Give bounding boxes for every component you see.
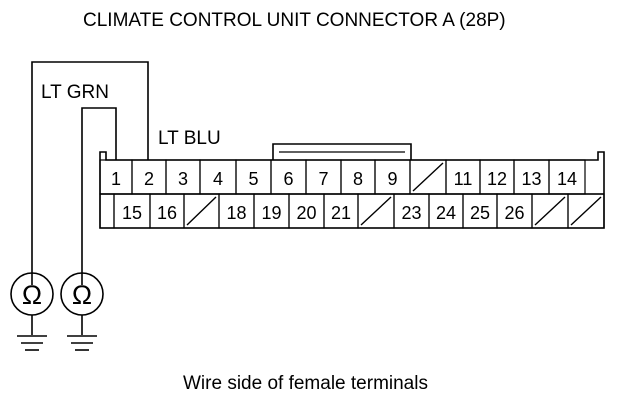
terminal-cell: 26 [496,193,533,229]
terminal-cell: 21 [323,193,359,229]
terminal-cell: 13 [513,159,550,195]
diagram-caption: Wire side of female terminals [183,373,428,394]
terminal-number: 16 [157,203,177,223]
terminal-cell: 3 [165,159,201,195]
ohm-icon: Ω [22,280,42,310]
terminal-cell: 8 [340,159,376,195]
lt-blu-wire [31,61,149,285]
terminal-cell: 2 [131,159,167,195]
connector-lock-tab [272,143,412,160]
terminal-number: 9 [387,169,397,189]
empty-cavity-mark [360,196,392,226]
terminal-number: 12 [487,169,507,189]
terminal-number: 24 [436,203,456,223]
terminal-cell: 12 [479,159,515,195]
ohm-icon: Ω [72,280,92,310]
bottom-row-cells: 15 16 18 19 20 21 23 24 25 26 [99,193,605,229]
terminal-cell: 25 [462,193,498,229]
terminal-cell: 19 [253,193,290,229]
terminal-number: 3 [178,169,188,189]
terminal-number: 1 [111,169,121,189]
terminal-cell: 1 [99,159,133,195]
terminal-cell: 20 [288,193,325,229]
terminal-cell [357,193,395,229]
terminal-cell [99,193,115,229]
empty-cavity-mark [186,196,217,226]
ohmmeter-left: Ω [10,272,54,351]
terminal-number: 25 [470,203,490,223]
terminal-cell: 9 [374,159,411,195]
terminal-number: 19 [261,203,281,223]
terminal-cell [183,193,220,229]
ground-icon [67,335,97,351]
diagram-title: CLIMATE CONTROL UNIT CONNECTOR A (28P) [83,10,506,31]
terminal-number: 15 [122,203,142,223]
terminal-number: 6 [283,169,293,189]
lt-grn-wire [81,107,117,285]
terminal-cell: 15 [113,193,151,229]
empty-cavity-mark [534,196,566,226]
ground-icon [17,335,47,351]
terminal-number: 23 [401,203,421,223]
terminal-cell: 4 [199,159,237,195]
terminal-cell: 7 [305,159,342,195]
empty-cavity-mark [570,196,602,226]
terminal-number: 7 [318,169,328,189]
lt-blu-label: LT BLU [158,128,221,149]
terminal-number: 21 [331,203,351,223]
terminal-cell [409,159,447,195]
terminal-number: 5 [248,169,258,189]
terminal-cell: 18 [218,193,255,229]
terminal-cell: 23 [393,193,430,229]
terminal-number: 13 [521,169,541,189]
terminal-number: 18 [226,203,246,223]
terminal-number: 8 [353,169,363,189]
terminal-number: 4 [213,169,223,189]
terminal-cell: 11 [445,159,481,195]
terminal-number: 11 [454,169,473,189]
terminal-cell: 6 [270,159,307,195]
terminal-number: 26 [504,203,524,223]
terminal-cell: 14 [548,159,586,195]
terminal-number: 14 [557,169,577,189]
terminal-cell [531,193,569,229]
terminal-number: 20 [296,203,316,223]
ohmmeter-right: Ω [60,272,104,351]
terminal-cell: 5 [235,159,272,195]
terminal-cell [567,193,605,229]
empty-cavity-mark [412,162,444,192]
terminal-cell: 16 [149,193,185,229]
terminal-cell: 24 [428,193,464,229]
terminal-number: 2 [144,169,154,189]
lt-grn-label: LT GRN [41,82,109,103]
